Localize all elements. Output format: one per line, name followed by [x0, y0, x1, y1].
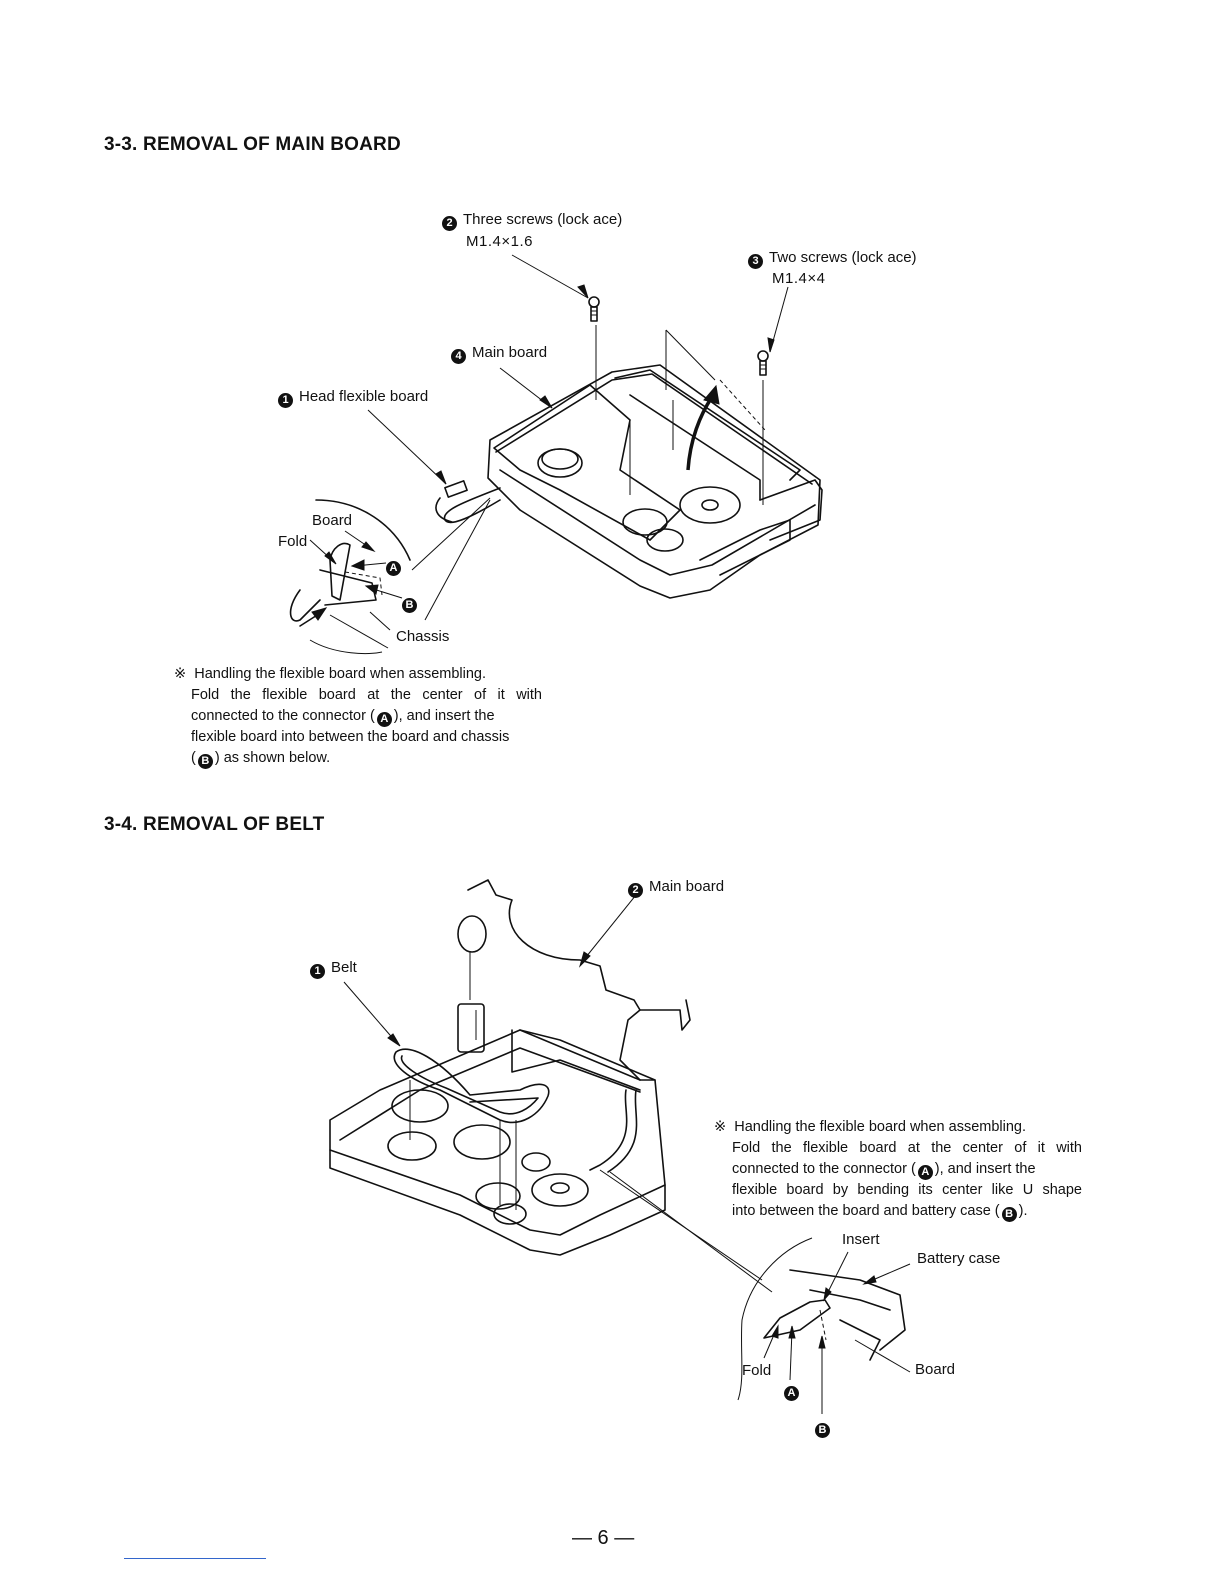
callout-text: Head flexible board — [299, 388, 429, 405]
section-heading-belt: 3-4. REMOVAL OF BELT — [104, 814, 325, 835]
chassis-b-badge: B — [197, 754, 213, 769]
inset-label-fold: Fold — [742, 1362, 772, 1379]
inset-badge-b: B — [402, 593, 423, 613]
inset-label-insert: Insert — [842, 1231, 880, 1248]
callout-number-badge: 1 — [310, 964, 325, 979]
callout-main-board: 4 Main board — [451, 344, 547, 364]
note-line-3: connected to the connector (A), and inse… — [191, 708, 495, 727]
callout-number-badge: 2 — [628, 883, 643, 898]
note-line-2: Fold the flexible board at the center of… — [191, 687, 542, 703]
note-line-4: flexible board by bending its center lik… — [732, 1182, 1082, 1198]
callout-text: Belt — [331, 959, 357, 976]
screw-spec-two: M1.4×4 — [772, 270, 826, 287]
callout-text: Main board — [472, 344, 548, 361]
screw-spec-three: M1.4×1.6 — [466, 233, 533, 250]
note-line-1: ※ Handling the flexible board when assem… — [714, 1119, 1027, 1135]
callout-belt-main-board: 2 Main board — [628, 878, 724, 898]
callout-belt: 1 Belt — [310, 959, 357, 979]
inset-badge-b: B — [815, 1418, 836, 1438]
note-line-1: ※ Handling the flexible board when assem… — [174, 666, 487, 682]
callout-number-badge: 4 — [451, 349, 466, 364]
footer-rule — [124, 1558, 266, 1559]
callout-two-screws: 3 Two screws (lock ace) — [748, 249, 917, 269]
inset-label-chassis: Chassis — [396, 628, 450, 645]
note-line-4: flexible board into between the board an… — [191, 729, 510, 745]
note-line-5: (B) as shown below. — [191, 750, 331, 769]
connector-a-badge: A — [917, 1165, 933, 1180]
connector-a-badge: A — [376, 712, 392, 727]
callout-three-screws: 2 Three screws (lock ace) — [442, 211, 622, 231]
inset-badge-a: A — [784, 1381, 805, 1401]
note-line-5: into between the board and battery case … — [732, 1203, 1028, 1222]
callout-number-badge: 3 — [748, 254, 763, 269]
assembly-note-main-board: ※ Handling the flexible board when assem… — [174, 664, 542, 769]
callout-text: Main board — [649, 878, 725, 895]
section-heading-main-board: 3-3. REMOVAL OF MAIN BOARD — [104, 134, 401, 155]
callout-text: Three screws (lock ace) — [463, 211, 623, 228]
inset-label-board: Board — [312, 512, 353, 529]
callout-head-flexible-board: 1 Head flexible board — [278, 388, 428, 408]
callout-text: Two screws (lock ace) — [769, 249, 917, 266]
note-line-2: Fold the flexible board at the center of… — [732, 1140, 1082, 1156]
note-line-3: connected to the connector (A), and inse… — [732, 1161, 1036, 1180]
callout-number-badge: 2 — [442, 216, 457, 231]
inset-badge-a: A — [386, 556, 407, 576]
inset-label-battery-case: Battery case — [917, 1250, 1001, 1267]
page-number: — 6 — — [572, 1527, 635, 1549]
inset-label-board: Board — [915, 1361, 956, 1378]
assembly-note-belt: ※ Handling the flexible board when assem… — [714, 1117, 1082, 1222]
battery-case-b-badge: B — [1001, 1207, 1017, 1222]
inset-label-fold: Fold — [278, 533, 308, 550]
callout-number-badge: 1 — [278, 393, 293, 408]
